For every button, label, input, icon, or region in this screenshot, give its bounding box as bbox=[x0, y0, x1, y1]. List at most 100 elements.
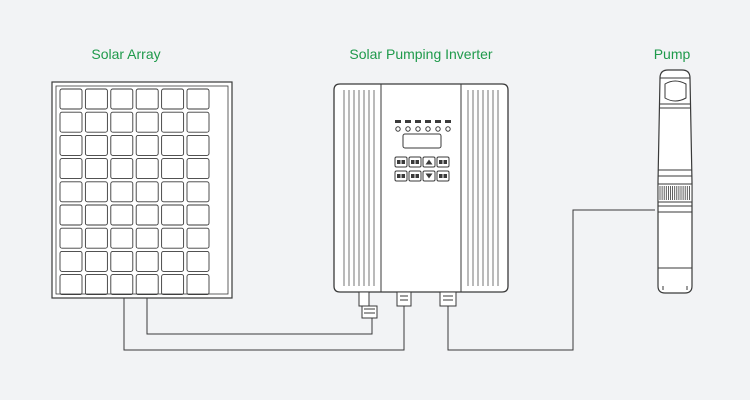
solar-cell bbox=[161, 250, 185, 272]
wire-panel-to-inverter-1 bbox=[146, 298, 373, 335]
key-glyph bbox=[443, 174, 447, 178]
solar-cell bbox=[84, 274, 108, 296]
pump-base bbox=[662, 286, 688, 290]
solar-cell bbox=[110, 158, 134, 180]
down-arrow-icon bbox=[425, 173, 433, 179]
keypad-key bbox=[408, 156, 422, 168]
led-icon bbox=[435, 126, 441, 132]
inverter-icon bbox=[333, 83, 509, 319]
key-glyph bbox=[415, 160, 419, 164]
key-frame bbox=[408, 156, 422, 168]
solar-cell bbox=[59, 134, 83, 156]
solar-cell bbox=[135, 134, 159, 156]
keypad-key bbox=[394, 170, 408, 182]
led-icon bbox=[405, 126, 411, 132]
inverter-display bbox=[402, 133, 442, 149]
solar-cell bbox=[110, 134, 134, 156]
led-label-mark bbox=[425, 120, 431, 123]
pump-body bbox=[657, 69, 693, 294]
led-label-mark bbox=[445, 120, 451, 123]
solar-cell bbox=[186, 111, 210, 133]
solar-panel-inner-frame bbox=[55, 85, 229, 295]
key-frame bbox=[394, 156, 408, 168]
solar-cell bbox=[186, 274, 210, 296]
solar-cell bbox=[186, 181, 210, 203]
wire-panel-to-inverter-2 bbox=[123, 298, 405, 351]
key-glyph bbox=[411, 174, 415, 178]
solar-cell bbox=[161, 274, 185, 296]
led-label-mark bbox=[415, 120, 421, 123]
solar-cell bbox=[110, 204, 134, 226]
solar-cell bbox=[135, 111, 159, 133]
solar-cell bbox=[161, 181, 185, 203]
solar-array-label: Solar Array bbox=[91, 46, 161, 62]
solar-cell bbox=[135, 158, 159, 180]
solar-cell bbox=[135, 88, 159, 110]
inverter-body bbox=[333, 83, 509, 293]
solar-cell bbox=[186, 134, 210, 156]
led-icon bbox=[445, 126, 451, 132]
solar-cell bbox=[59, 274, 83, 296]
solar-cell bbox=[186, 204, 210, 226]
solar-cell bbox=[186, 250, 210, 272]
solar-cell bbox=[84, 111, 108, 133]
wiring bbox=[123, 209, 655, 351]
solar-cell bbox=[186, 158, 210, 180]
solar-cell bbox=[161, 227, 185, 249]
solar-cell bbox=[84, 158, 108, 180]
wire-inverter-to-pump bbox=[447, 209, 655, 351]
key-glyph bbox=[401, 160, 405, 164]
solar-cell bbox=[84, 204, 108, 226]
keypad-key bbox=[436, 170, 450, 182]
led-icon bbox=[395, 126, 401, 132]
solar-cell bbox=[59, 227, 83, 249]
key-frame bbox=[436, 156, 450, 168]
key-glyph bbox=[443, 160, 447, 164]
key-frame bbox=[436, 170, 450, 182]
led-label-mark bbox=[405, 120, 411, 123]
led-label-mark bbox=[395, 120, 401, 123]
key-glyph bbox=[439, 160, 443, 164]
key-glyph bbox=[411, 160, 415, 164]
pump-intake-slots bbox=[659, 186, 690, 200]
solar-cell bbox=[161, 158, 185, 180]
keypad-key bbox=[394, 156, 408, 168]
solar-cell bbox=[110, 88, 134, 110]
solar-cell bbox=[161, 111, 185, 133]
solar-cell bbox=[135, 250, 159, 272]
inverter-keypad bbox=[394, 156, 450, 182]
down-arrow-key bbox=[422, 170, 436, 182]
keypad-key bbox=[408, 170, 422, 182]
solar-cell bbox=[59, 111, 83, 133]
solar-cell bbox=[161, 204, 185, 226]
connector-pv-2 bbox=[396, 291, 412, 307]
solar-cell bbox=[161, 134, 185, 156]
solar-cell bbox=[110, 227, 134, 249]
keypad-key bbox=[436, 156, 450, 168]
key-frame bbox=[394, 170, 408, 182]
led-label-mark bbox=[435, 120, 441, 123]
solar-cell bbox=[135, 274, 159, 296]
pump-icon bbox=[657, 69, 693, 294]
key-frame bbox=[408, 170, 422, 182]
key-glyph bbox=[401, 174, 405, 178]
connector-pv-1 bbox=[358, 291, 378, 319]
pump-label: Pump bbox=[653, 46, 691, 62]
solar-cell bbox=[59, 250, 83, 272]
solar-cell bbox=[84, 181, 108, 203]
key-glyph bbox=[397, 160, 401, 164]
led-icon bbox=[415, 126, 421, 132]
solar-cell bbox=[135, 227, 159, 249]
solar-cell bbox=[110, 250, 134, 272]
solar-cell bbox=[59, 158, 83, 180]
solar-cell bbox=[110, 274, 134, 296]
key-glyph bbox=[415, 174, 419, 178]
up-arrow-key bbox=[422, 156, 436, 168]
solar-cell bbox=[84, 250, 108, 272]
solar-panel-cells bbox=[59, 88, 210, 296]
solar-cell bbox=[186, 88, 210, 110]
led-icon bbox=[425, 126, 431, 132]
solar-cell bbox=[84, 134, 108, 156]
solar-cell bbox=[84, 88, 108, 110]
